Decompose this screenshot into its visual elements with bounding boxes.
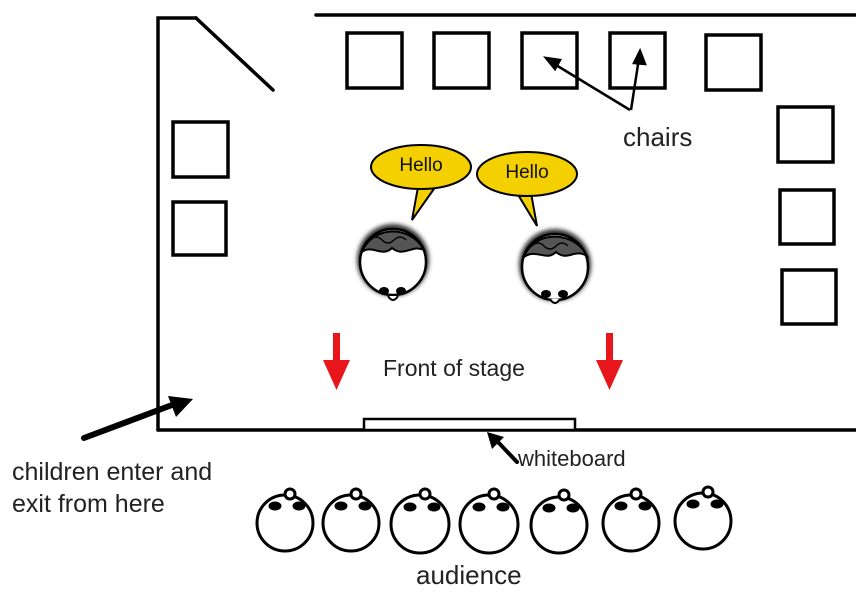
entrance-label-line2: exit from here	[12, 490, 165, 518]
red-arrow-right	[596, 333, 623, 390]
diagonal-wall	[194, 16, 275, 92]
speech-bubble-left	[370, 144, 472, 221]
speech-bubble-left-text: Hello	[399, 155, 443, 176]
audience-member	[458, 487, 520, 555]
actor-left	[357, 224, 429, 301]
chair	[432, 31, 491, 90]
audience-member	[673, 485, 733, 551]
whiteboard	[362, 417, 577, 432]
front-of-stage-label: Front of stage	[383, 355, 525, 381]
audience-member	[321, 487, 381, 553]
chair	[171, 200, 228, 257]
front-of-stage-arrows	[323, 333, 623, 390]
red-arrow-left	[323, 333, 350, 390]
audience-member	[529, 488, 589, 555]
chair	[776, 105, 835, 164]
chair	[704, 33, 763, 92]
chair	[778, 188, 836, 246]
speech-bubble-right	[476, 151, 578, 227]
chair	[780, 268, 838, 326]
audience-label: audience	[416, 560, 522, 590]
whiteboard-label: whiteboard	[518, 446, 626, 471]
chairs	[171, 31, 838, 326]
actor-right	[519, 229, 591, 304]
audience-group	[255, 485, 733, 555]
audience-member	[255, 487, 315, 553]
left-wall	[156, 16, 198, 432]
entrance-label-line1: children enter and	[12, 458, 213, 486]
audience-member	[389, 487, 451, 555]
chairs-label: chairs	[623, 122, 693, 152]
entrance-arrow	[81, 396, 193, 441]
speech-bubble-right-text: Hello	[505, 162, 549, 183]
audience-member	[601, 487, 661, 553]
chair	[171, 120, 230, 179]
whiteboard-pointer-arrow	[487, 432, 519, 464]
chairs-pointer-arrows	[543, 47, 647, 112]
chair	[345, 31, 404, 90]
